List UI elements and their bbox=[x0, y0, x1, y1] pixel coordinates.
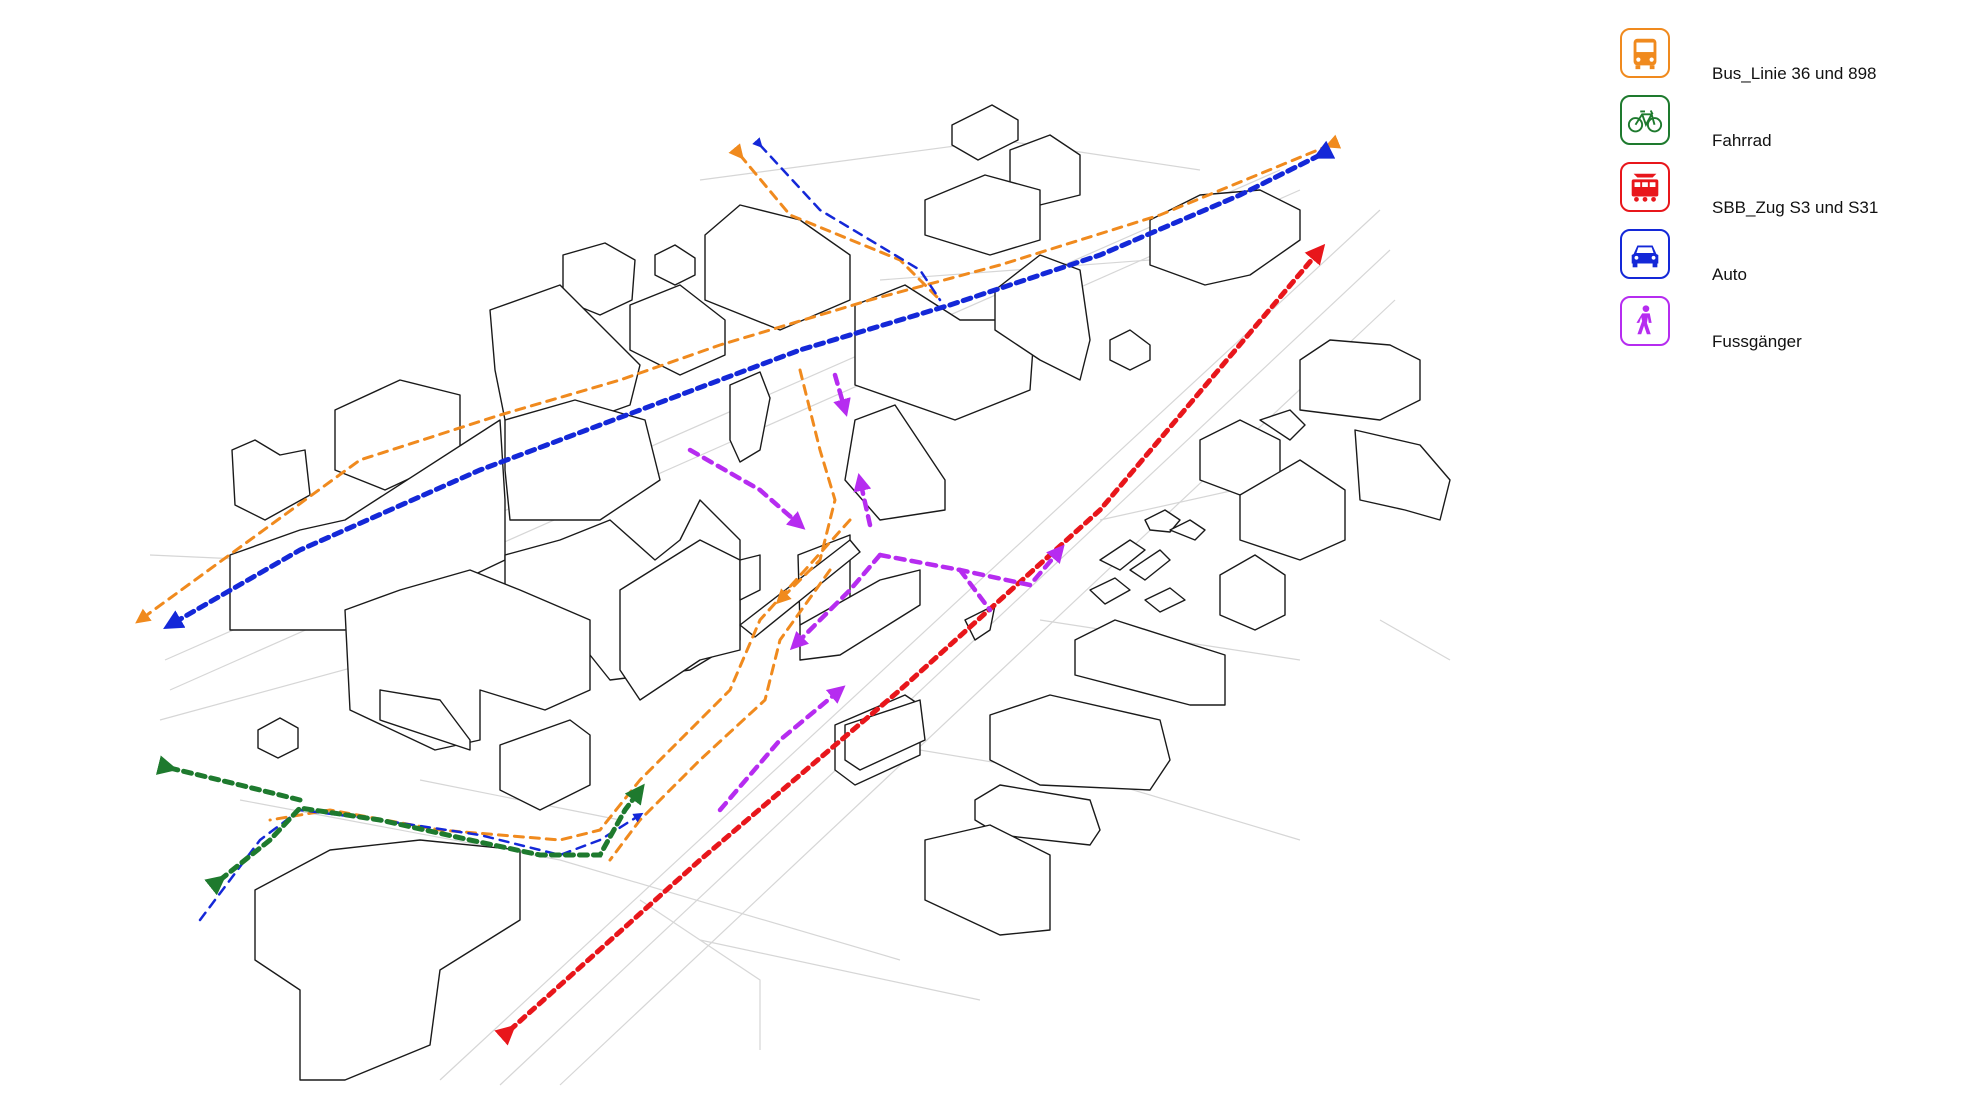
building bbox=[989, 694, 1171, 791]
building bbox=[1109, 329, 1151, 371]
bus-icon bbox=[1620, 28, 1670, 78]
building bbox=[499, 719, 591, 811]
train-icon bbox=[1620, 162, 1670, 212]
walk-route-1 bbox=[687, 447, 806, 530]
building bbox=[379, 689, 471, 751]
building bbox=[924, 824, 1051, 936]
legend-label-car: Auto bbox=[1712, 265, 1747, 284]
walk-route-3 bbox=[853, 472, 873, 528]
pedestrian-icon bbox=[1620, 296, 1670, 346]
building bbox=[504, 399, 661, 521]
legend-label-walk: Fussgänger bbox=[1712, 332, 1802, 351]
legend-item-car: Auto bbox=[1620, 229, 1960, 284]
building bbox=[1074, 619, 1226, 706]
train-route bbox=[494, 243, 1326, 1046]
legend-item-bike: Fahrrad bbox=[1620, 95, 1960, 150]
legend-label-bus: Bus_Linie 36 und 898 bbox=[1712, 64, 1877, 83]
building bbox=[1299, 339, 1421, 421]
car-icon bbox=[1620, 229, 1670, 279]
bike-route-west bbox=[155, 755, 303, 803]
building bbox=[1354, 429, 1451, 521]
building bbox=[231, 439, 311, 521]
legend-item-bus: Bus_Linie 36 und 898 bbox=[1620, 28, 1960, 83]
walk-route-6 bbox=[957, 567, 993, 613]
routes bbox=[135, 134, 1342, 1046]
building bbox=[257, 717, 299, 759]
building bbox=[739, 554, 761, 601]
building bbox=[254, 839, 521, 1081]
building bbox=[654, 244, 696, 286]
buildings bbox=[229, 104, 1451, 1081]
walk-route-4 bbox=[789, 552, 883, 651]
building bbox=[951, 104, 1019, 161]
building bbox=[844, 404, 946, 521]
building bbox=[729, 371, 771, 463]
legend-item-walk: Fussgänger bbox=[1620, 296, 1960, 351]
building bbox=[1144, 587, 1186, 613]
building bbox=[1149, 189, 1301, 286]
walk-route-7 bbox=[717, 685, 846, 813]
legend-item-train: SBB_Zug S3 und S31 bbox=[1620, 162, 1960, 217]
legend-label-bike: Fahrrad bbox=[1712, 131, 1772, 150]
building bbox=[1219, 554, 1286, 631]
walk-route-2 bbox=[832, 372, 851, 417]
building bbox=[924, 174, 1041, 256]
bicycle-icon bbox=[1620, 95, 1670, 145]
walk-route-5 bbox=[877, 544, 1065, 588]
legend-label-train: SBB_Zug S3 und S31 bbox=[1712, 198, 1879, 217]
